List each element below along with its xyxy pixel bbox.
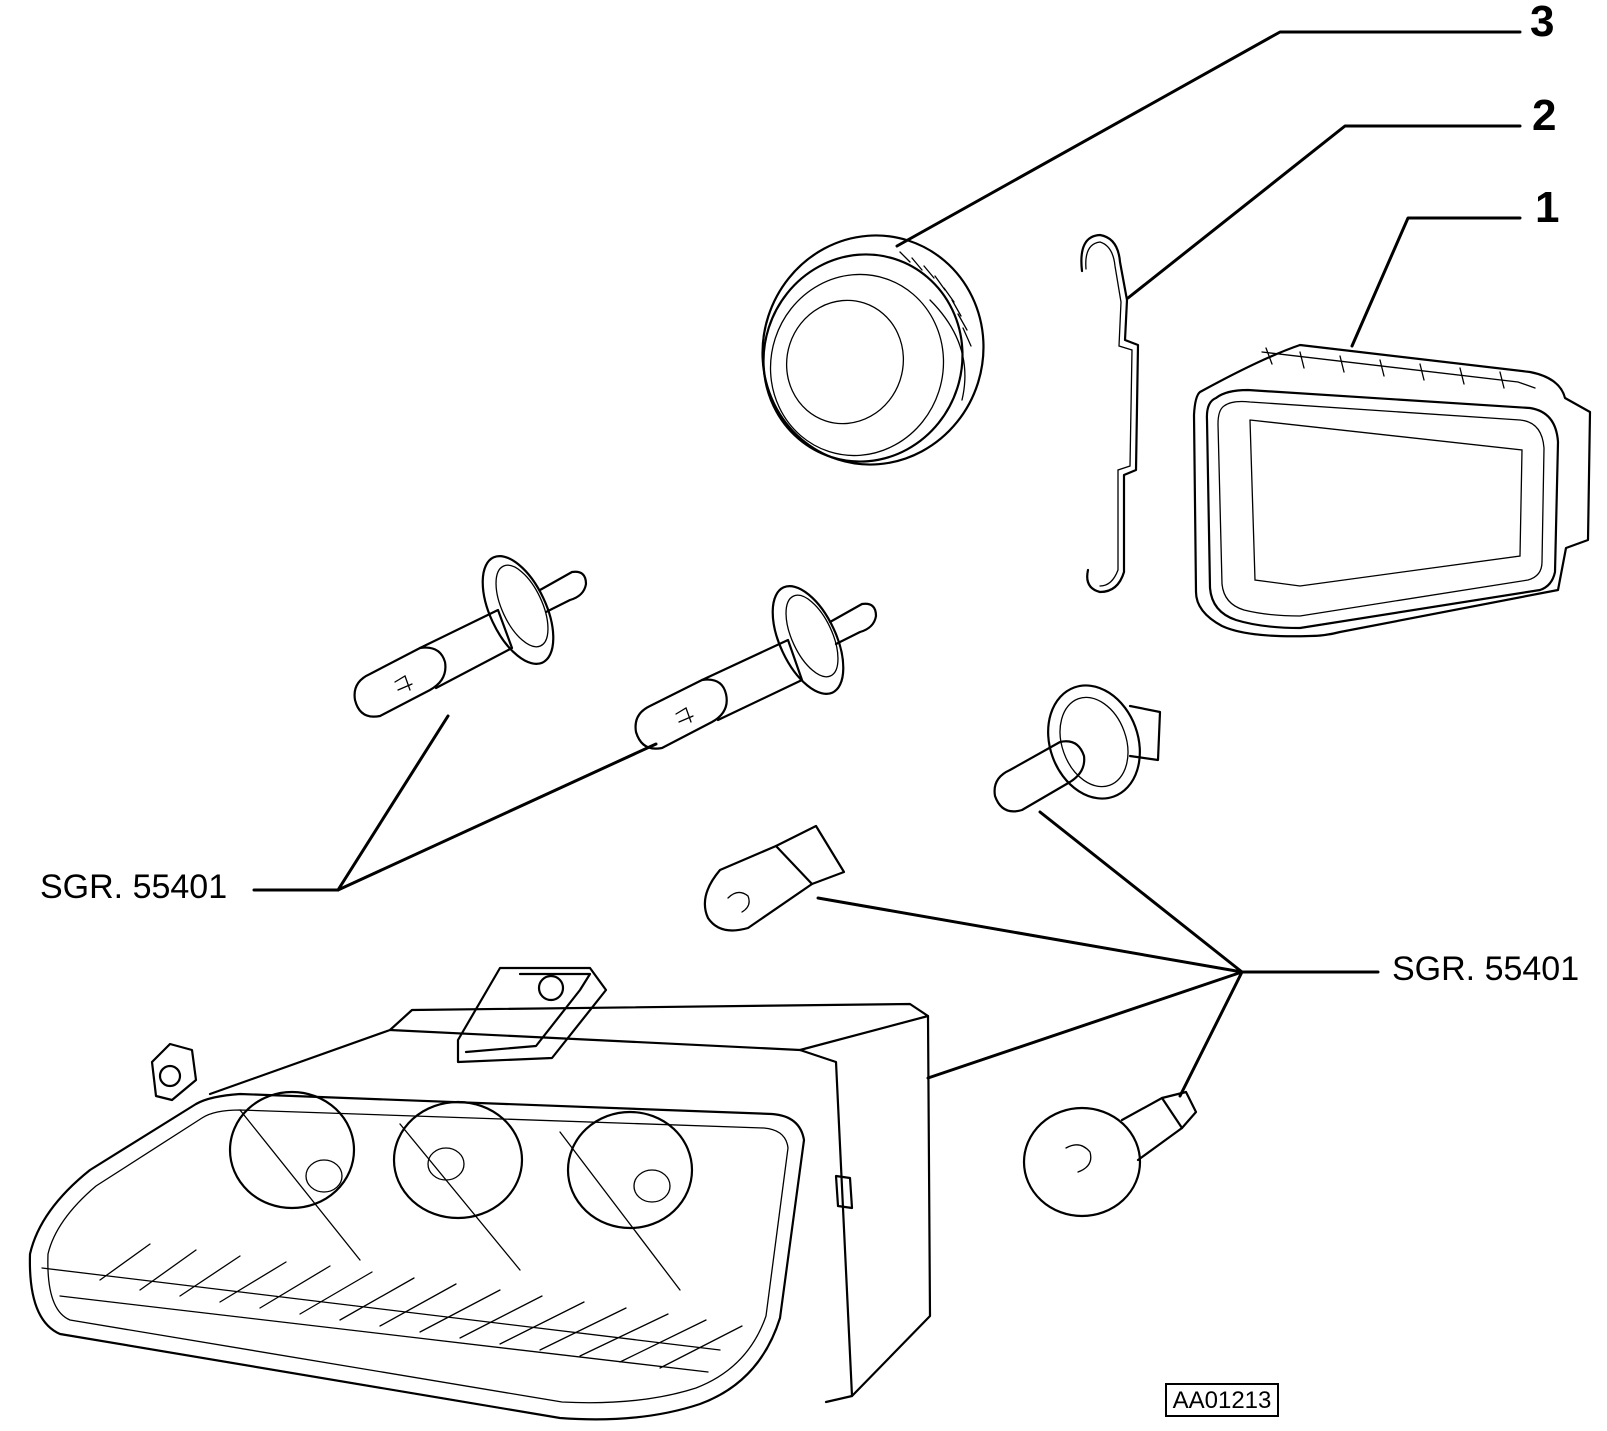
lens-cap-part xyxy=(761,234,985,466)
callout-2: 2 xyxy=(1126,91,1556,300)
reference-label-right: SGR. 55401 xyxy=(1392,950,1579,988)
reference-label-left: SGR. 55401 xyxy=(40,868,227,906)
drawing-code-box: AA01213 xyxy=(1165,1383,1279,1417)
wedge-bulb xyxy=(703,824,846,932)
spring-clip-part xyxy=(1080,233,1140,594)
leader-line-1 xyxy=(1350,216,1522,348)
bulb-leaders-right xyxy=(816,810,1380,1098)
rubber-cover-part xyxy=(1192,343,1592,638)
leader-line-2 xyxy=(1126,124,1522,300)
callout-3: 3 xyxy=(895,0,1554,248)
h7-bulb xyxy=(993,684,1162,813)
drawing-code: AA01213 xyxy=(1173,1387,1272,1414)
callout-number-1: 1 xyxy=(1535,183,1559,232)
callout-number-2: 2 xyxy=(1532,91,1556,140)
halogen-bulb-2 xyxy=(634,585,878,750)
callout-number-3: 3 xyxy=(1530,0,1554,46)
halogen-bulb-1 xyxy=(353,555,588,718)
headlamp-assembly xyxy=(28,966,932,1421)
bulb-leaders-left xyxy=(252,714,658,892)
leader-line-3 xyxy=(895,30,1522,248)
bayonet-bulb xyxy=(1022,1090,1198,1218)
callout-1: 1 xyxy=(1350,183,1559,348)
